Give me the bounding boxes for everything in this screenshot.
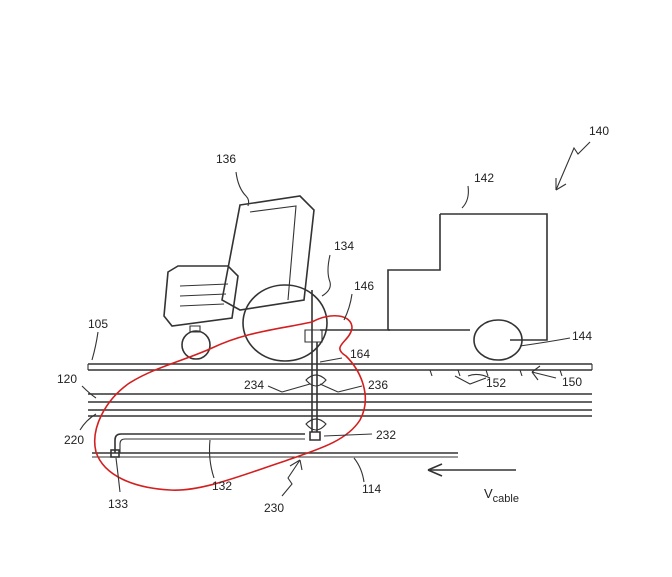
label-236: 236 [368,378,388,392]
label-136: 136 [216,152,236,166]
label-230: 230 [264,501,284,515]
ground-layers [87,363,593,458]
label-146: 146 [354,279,374,293]
label-140: 140 [589,124,609,138]
label-142: 142 [474,171,494,185]
label-132: 132 [212,479,232,493]
cable-132 [110,433,305,458]
label-220: 220 [64,433,84,447]
label-164: 164 [350,347,370,361]
label-133: 133 [108,497,128,511]
label-150: 150 [562,375,582,389]
tractor [163,195,390,362]
label-234: 234 [244,378,264,392]
label-152: 152 [486,376,506,390]
trailer-truck [387,213,548,361]
label-105: 105 [88,317,108,331]
probe-assembly [281,290,339,441]
label-232: 232 [376,428,396,442]
leader-lines [79,141,591,497]
red-annotation-loop [94,315,367,491]
label-144: 144 [572,329,592,343]
label-vcable: Vcable [484,486,519,505]
label-134: 134 [334,239,354,253]
label-120: 120 [57,372,77,386]
label-114: 114 [362,482,381,496]
reference-labels: 140 142 136 134 146 105 164 144 120 234 … [57,124,609,515]
